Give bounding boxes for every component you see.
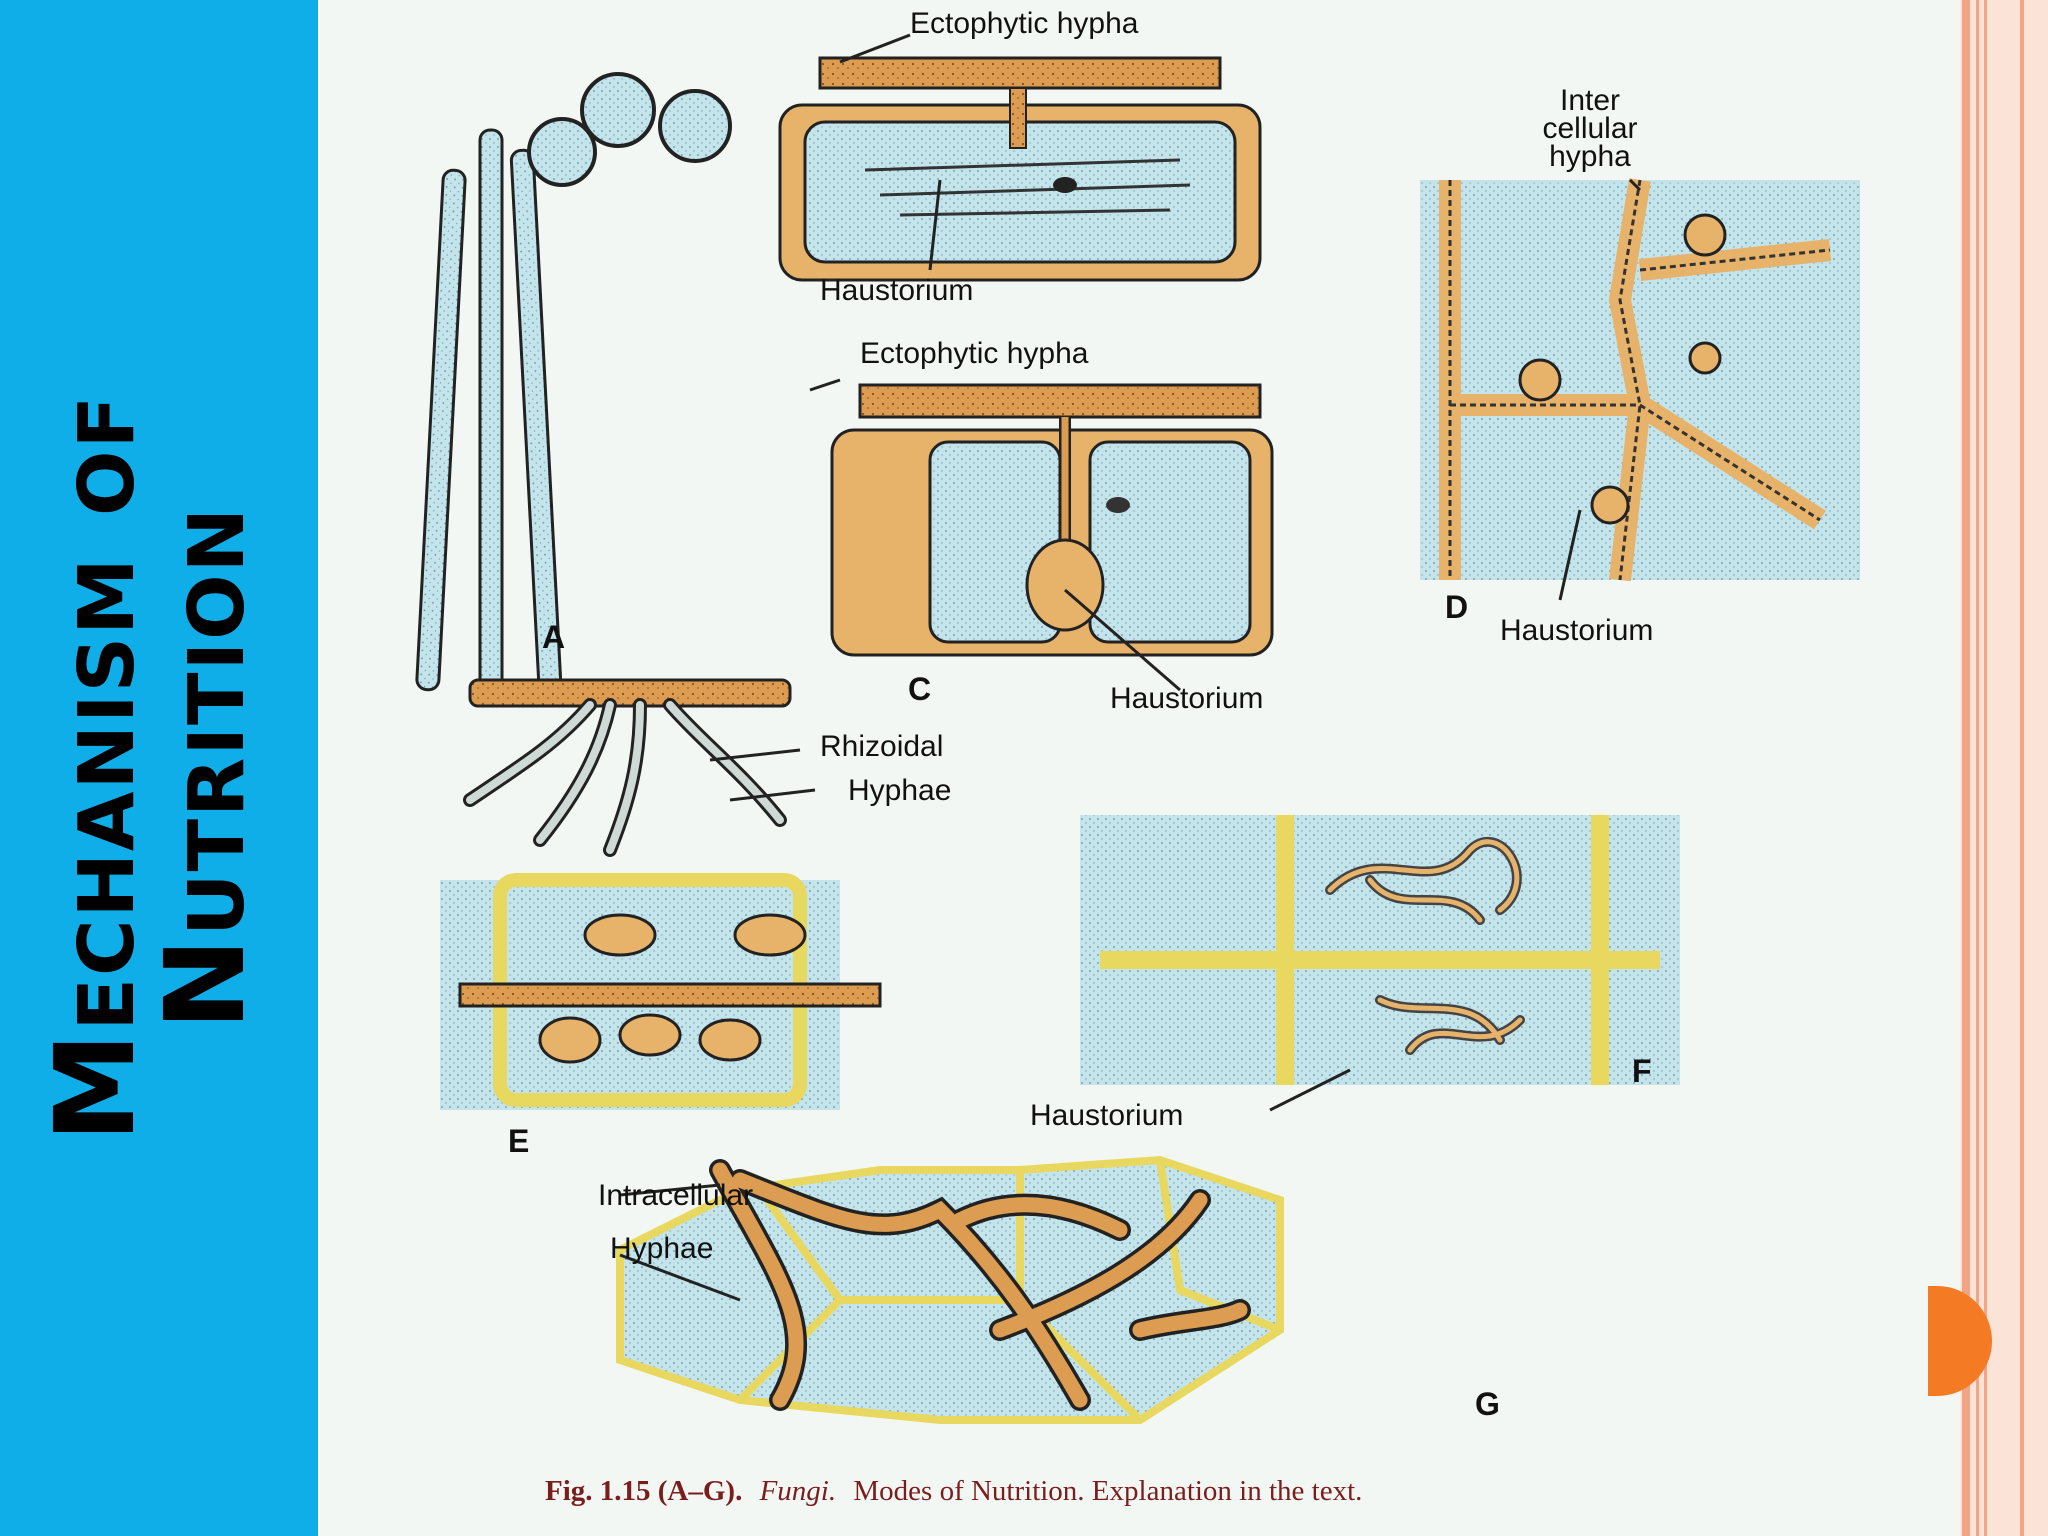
leader-lines	[619, 33, 1642, 1302]
label-inter-cellular-hypha-3: hypha	[1549, 140, 1631, 173]
caption-fungi: Fungi.	[759, 1475, 837, 1507]
right-frame	[1960, 0, 2048, 1536]
caption-rest: Modes of Nutrition. Explanation in the t…	[853, 1475, 1362, 1507]
fungi-nutrition-figure: Ectophytic hypha Haustorium Ectophytic h…	[320, 0, 1960, 1536]
panel-g-drawing	[616, 1155, 1284, 1424]
frame-stripe-1	[1962, 0, 1970, 1536]
panel-b-drawing	[778, 56, 1262, 282]
figure-caption: Fig. 1.15 (A–G). Fungi. Modes of Nutriti…	[545, 1475, 1362, 1507]
panel-letter-e: E	[508, 1123, 529, 1159]
panel-c-drawing	[830, 383, 1274, 657]
label-ectophytic-hypha-top: Ectophytic hypha	[910, 7, 1139, 40]
title-line-2: Nutrition	[141, 505, 269, 1031]
label-inter-cellular-hypha-1: Inter	[1560, 84, 1620, 117]
label-haustorium-c: Haustorium	[1110, 682, 1263, 715]
label-hyphae-g: Hyphae	[610, 1232, 713, 1265]
panel-d-drawing	[1420, 178, 1860, 582]
caption-fig: Fig. 1.15 (A–G).	[545, 1475, 742, 1507]
title-sidebar: Mechanism of Nutrition	[0, 0, 318, 1536]
slide-title: Mechanism of Nutrition	[31, 218, 269, 1318]
title-line-1: Mechanism of	[31, 393, 159, 1143]
label-intracellular: Intracellular	[598, 1179, 753, 1212]
panel-f-drawing	[1080, 815, 1680, 1085]
panel-letter-d: D	[1445, 589, 1468, 625]
label-haustorium-d: Haustorium	[1500, 614, 1653, 647]
label-rhizoidal: Rhizoidal	[820, 730, 943, 763]
frame-stripe-3	[1984, 0, 1987, 1536]
panel-a-drawing	[415, 72, 792, 857]
panel-letter-g: G	[1475, 1386, 1500, 1422]
figure-drawing: Ectophytic hypha Haustorium Ectophytic h…	[415, 7, 1860, 1507]
label-inter-cellular-hypha-2: cellular	[1542, 112, 1637, 145]
panel-e-drawing	[440, 873, 882, 1110]
label-hyphae-a: Hyphae	[848, 774, 951, 807]
label-haustorium-top: Haustorium	[820, 274, 973, 307]
frame-stripe-2	[1976, 0, 1979, 1536]
frame-stripe-4	[2020, 0, 2024, 1536]
label-haustorium-ef: Haustorium	[1030, 1099, 1183, 1132]
panel-letter-c: C	[908, 671, 931, 707]
panel-letter-f: F	[1632, 1053, 1652, 1089]
label-ectophytic-hypha-c: Ectophytic hypha	[860, 337, 1089, 370]
panel-letter-a: A	[542, 619, 565, 655]
